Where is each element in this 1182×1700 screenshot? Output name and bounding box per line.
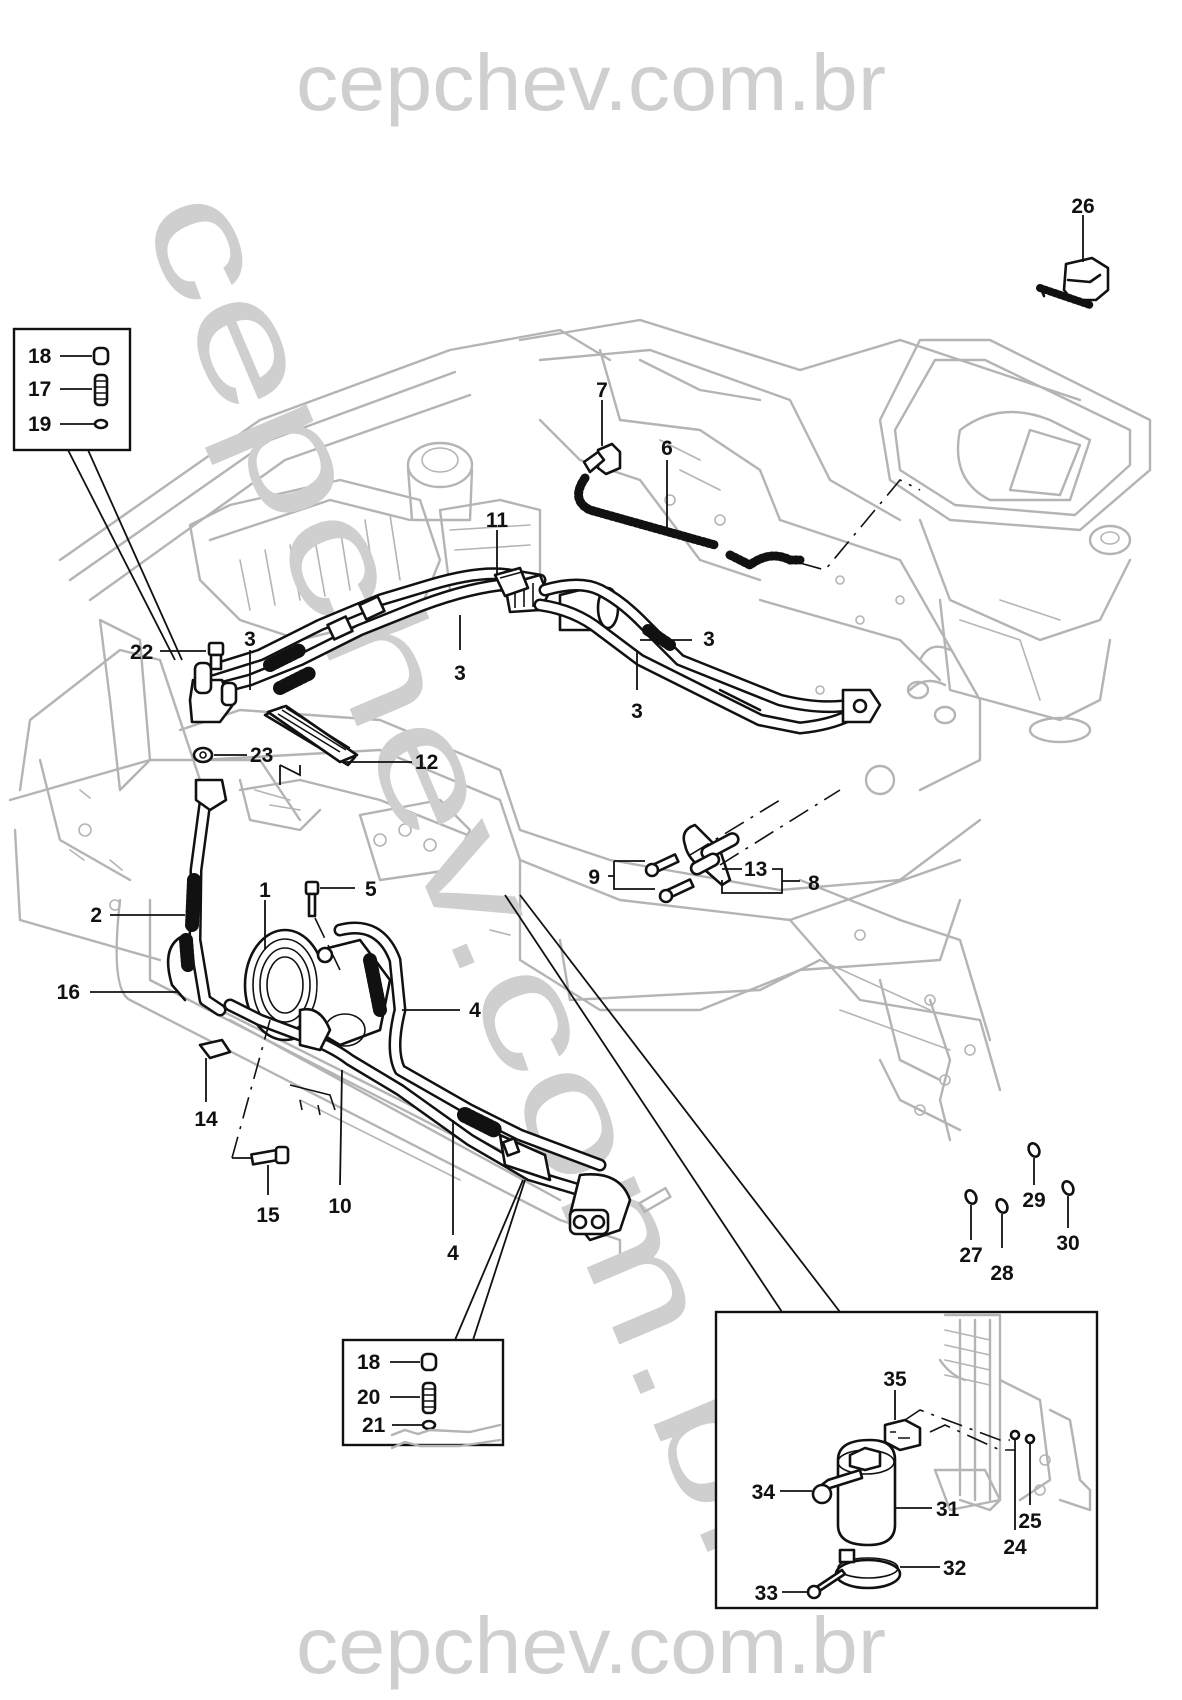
part-11-line-clip[interactable] — [493, 566, 530, 598]
part-2-hose[interactable] — [185, 778, 228, 1017]
drain-hose-assembly-line — [799, 479, 921, 571]
inset-upper-left: 18 17 19 — [12, 327, 183, 661]
callout-16: 16 — [57, 981, 80, 1004]
vehicle-body-outline — [8, 318, 1152, 1272]
part-3-refrigerant-lines[interactable] — [188, 567, 882, 735]
callout-33: 33 — [755, 1582, 778, 1605]
inset-item-18b[interactable]: 18 — [357, 1351, 438, 1374]
callout-23: 23 — [250, 744, 273, 767]
seal-ring-icon — [93, 418, 109, 430]
callout-26: 26 — [1071, 195, 1094, 218]
bolt-15-line — [231, 1019, 271, 1159]
mount-bolt — [638, 1186, 672, 1214]
callout-6: 6 — [661, 437, 673, 460]
callout-11: 11 — [486, 509, 509, 532]
callout-18: 18 — [28, 345, 52, 368]
part-23-nut[interactable] — [192, 746, 214, 764]
inset-item-21[interactable]: 21 — [362, 1414, 437, 1437]
part-10-bracket[interactable] — [289, 1084, 336, 1116]
callout-1: 1 — [259, 879, 271, 902]
callout-13: 13 — [744, 858, 767, 881]
callout-27: 27 — [959, 1244, 982, 1267]
part-32-clamp[interactable] — [834, 1548, 902, 1590]
inset-item-17[interactable]: 17 — [28, 373, 109, 407]
part-26-connector-clip[interactable] — [1036, 256, 1110, 309]
callout-8: 8 — [808, 872, 820, 895]
part-22-bolt[interactable] — [207, 641, 225, 671]
leader-9 — [608, 860, 655, 890]
callout-35: 35 — [883, 1368, 907, 1391]
part-31-dehydrator-canister[interactable] — [836, 1438, 897, 1547]
callout-4b: 4 — [447, 1242, 459, 1265]
cap-icon — [92, 346, 110, 366]
callout-20: 20 — [357, 1386, 380, 1409]
callout-21: 21 — [362, 1414, 386, 1437]
callout-24: 24 — [1003, 1536, 1027, 1559]
part-15-bolt[interactable] — [250, 1145, 290, 1166]
bracket-assembly-line-1 — [689, 799, 781, 856]
part-4-hose-assembly[interactable] — [223, 921, 632, 1242]
callout-19: 19 — [28, 413, 51, 436]
part-16-hose[interactable] — [166, 933, 195, 1002]
callout-4a: 4 — [469, 999, 481, 1022]
part-13-bracket[interactable] — [682, 823, 741, 887]
valve-core-icon — [93, 373, 109, 407]
seal-ring-29[interactable]: 29 — [1022, 1142, 1046, 1212]
callout-32: 32 — [943, 1557, 966, 1580]
bracket-35-line-2 — [929, 1424, 1015, 1451]
part-6-drain-hose[interactable] — [574, 473, 805, 571]
seal-ring-27[interactable]: 27 — [959, 1189, 983, 1267]
callout-10: 10 — [328, 1195, 351, 1218]
inset-item-18[interactable]: 18 — [28, 345, 110, 368]
part-25-o-ring[interactable]: 25 — [1018, 1433, 1042, 1533]
callout-34: 34 — [752, 1481, 776, 1504]
bracket-35-line-1 — [904, 1409, 1010, 1441]
callout-2: 2 — [90, 904, 102, 927]
seal-ring-icon — [421, 1419, 437, 1431]
part-7-clip[interactable] — [582, 442, 622, 476]
cap-icon — [420, 1352, 438, 1372]
callout-3b: 3 — [454, 662, 466, 685]
leader-8 — [721, 868, 800, 894]
callout-5: 5 — [365, 878, 377, 901]
callout-9: 9 — [588, 866, 600, 889]
watermark-top: cepchev.com.br — [296, 38, 886, 127]
callout-12: 12 — [415, 751, 438, 774]
callout-17: 17 — [28, 378, 51, 401]
callout-28: 28 — [990, 1262, 1014, 1285]
bracket-assembly-line-2 — [719, 789, 841, 866]
callout-3a: 3 — [244, 628, 256, 651]
inset-lower-right: 35 24 25 31 34 — [504, 894, 1099, 1610]
part-9-bolts[interactable] — [644, 853, 695, 904]
callout-30: 30 — [1056, 1232, 1079, 1255]
part-5-bolt[interactable] — [304, 880, 320, 918]
valve-core-icon — [421, 1381, 437, 1415]
callout-3d: 3 — [631, 700, 643, 723]
part-24-o-ring[interactable]: 24 — [1003, 1429, 1027, 1559]
callout-7: 7 — [596, 379, 608, 402]
callout-18b: 18 — [357, 1351, 381, 1374]
inset-item-20[interactable]: 20 — [357, 1381, 437, 1415]
callout-15: 15 — [256, 1204, 280, 1227]
bolt-5-line — [314, 917, 341, 971]
inset-lower-center: 18 20 21 — [341, 1179, 526, 1450]
callout-25: 25 — [1018, 1510, 1042, 1533]
seal-ring-28[interactable]: 28 — [990, 1198, 1014, 1285]
callout-29: 29 — [1022, 1189, 1045, 1212]
part-34-bolt[interactable] — [811, 1468, 864, 1505]
callout-22: 22 — [130, 641, 153, 664]
bracket-23 — [279, 764, 301, 785]
part-12-heat-shield[interactable] — [263, 704, 359, 767]
inset-item-19[interactable]: 19 — [28, 413, 109, 436]
callout-3c: 3 — [703, 628, 715, 651]
leader-10 — [339, 1069, 343, 1186]
watermark-bottom: cepchev.com.br — [296, 1601, 886, 1690]
callout-14: 14 — [194, 1108, 218, 1131]
part-33-screw[interactable] — [806, 1568, 847, 1600]
callout-31: 31 — [936, 1498, 960, 1521]
seal-ring-30[interactable]: 30 — [1056, 1180, 1080, 1255]
part-14-hose-clip[interactable] — [198, 1038, 232, 1060]
